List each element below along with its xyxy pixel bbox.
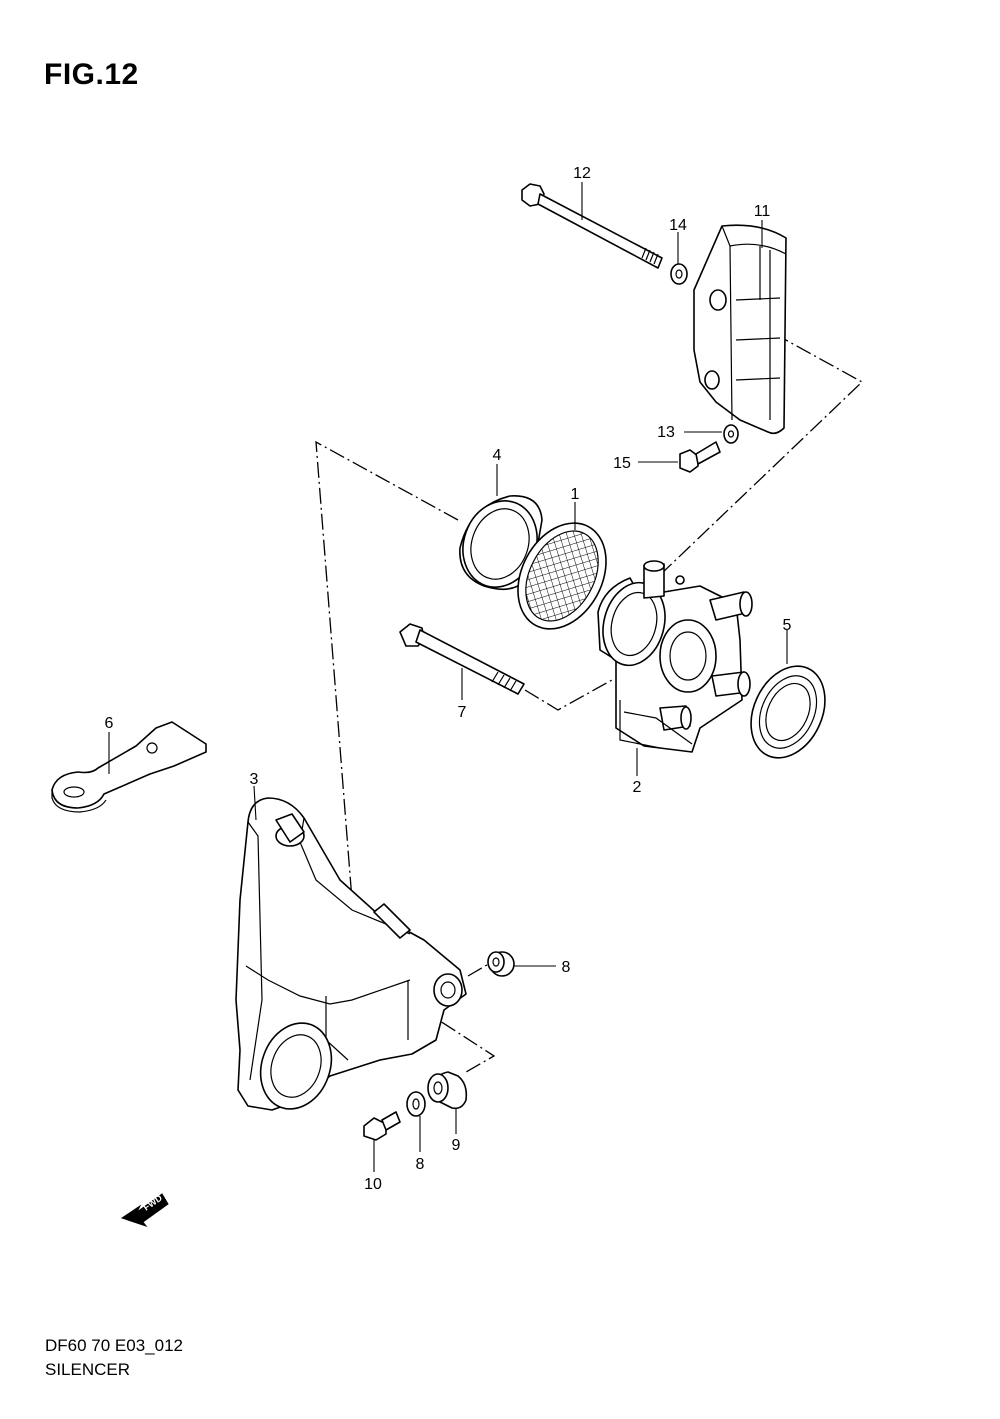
- callout-1: 1: [571, 486, 580, 503]
- callout-10: 10: [364, 1176, 382, 1193]
- figure-name: SILENCER: [45, 1360, 131, 1379]
- callout-4: 4: [493, 447, 502, 464]
- fwd-arrow-icon: FWD: [120, 1192, 169, 1227]
- part-8-washer-lower: [406, 1091, 426, 1117]
- leader-lines: [108, 182, 788, 1172]
- callout-3: 3: [250, 771, 259, 788]
- part-3-case: [235, 797, 467, 1111]
- part-14-washer: [670, 263, 688, 285]
- callout-13: 13: [657, 424, 675, 441]
- part-4-ring: [459, 495, 543, 590]
- figure-title: FIG.12: [44, 58, 139, 91]
- part-9-grommet: [427, 1071, 468, 1110]
- callout-7: 7: [458, 704, 467, 721]
- part-7-bolt: [399, 623, 525, 695]
- callout-15: 15: [613, 455, 631, 472]
- part-6-strap: [51, 721, 207, 813]
- part-1-screen: [517, 522, 607, 630]
- callout-2: 2: [633, 779, 642, 796]
- part-10-screw: [363, 1111, 401, 1141]
- callout-11: 11: [754, 203, 771, 220]
- part-2-body: [597, 560, 753, 753]
- callout-6: 6: [105, 715, 114, 732]
- part-12-bolt: [521, 183, 663, 269]
- callout-12: 12: [573, 165, 591, 182]
- figure-code: DF60 70 E03_012: [45, 1336, 183, 1355]
- part-5-seal: [750, 665, 826, 759]
- callout-8-upper: 8: [562, 959, 571, 976]
- part-8-grommet-upper: [487, 951, 515, 977]
- callout-14: 14: [669, 217, 687, 234]
- callout-labels: 12 14 11 13 15 4 1 5 7 2 6 3 8 9 8 10: [105, 165, 792, 1193]
- part-15-screw: [679, 441, 721, 473]
- callout-9: 9: [452, 1137, 461, 1154]
- callout-8-lower: 8: [416, 1156, 425, 1173]
- callout-5: 5: [783, 617, 792, 634]
- part-11-bracket: [693, 224, 787, 435]
- part-13-washer: [723, 424, 739, 444]
